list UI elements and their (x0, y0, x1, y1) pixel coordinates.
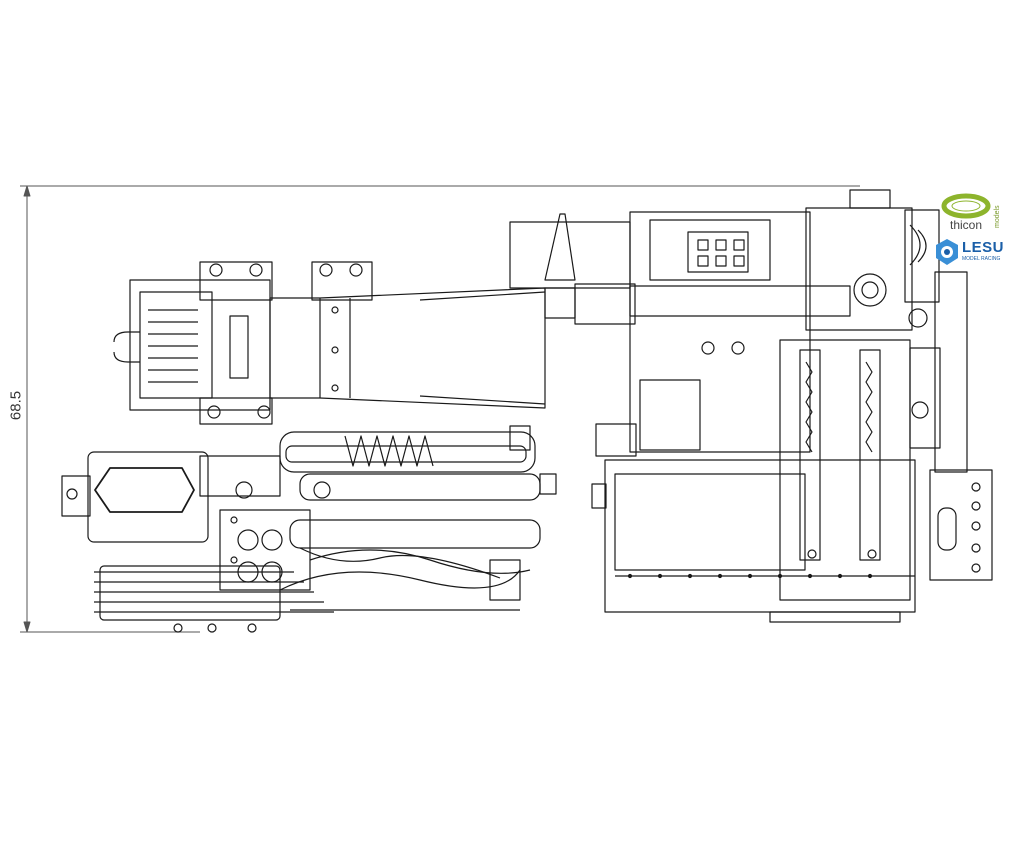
control-valve (61, 451, 331, 591)
lesu-logo-text: LESU (962, 239, 1005, 256)
rotary-head (509, 189, 940, 453)
height-dimension (20, 185, 860, 633)
hydraulic-cylinders (279, 425, 557, 579)
lion-logo-icon (936, 239, 958, 265)
boom-arm (113, 261, 546, 425)
thicon-logo-text: thicon (950, 218, 983, 232)
height-dimension-label: 68.5 (7, 390, 25, 421)
side-frame (909, 271, 993, 581)
lesu-logo-subtext: MODEL RACING (962, 256, 1001, 262)
thicon-logo-subtext: models (994, 205, 1001, 228)
hydraulic-lines (94, 559, 521, 633)
outrigger-box (591, 339, 916, 623)
thicon-logo-icon (941, 193, 991, 219)
brand-logos: thicon models LESU MODEL RACING (932, 188, 1020, 268)
